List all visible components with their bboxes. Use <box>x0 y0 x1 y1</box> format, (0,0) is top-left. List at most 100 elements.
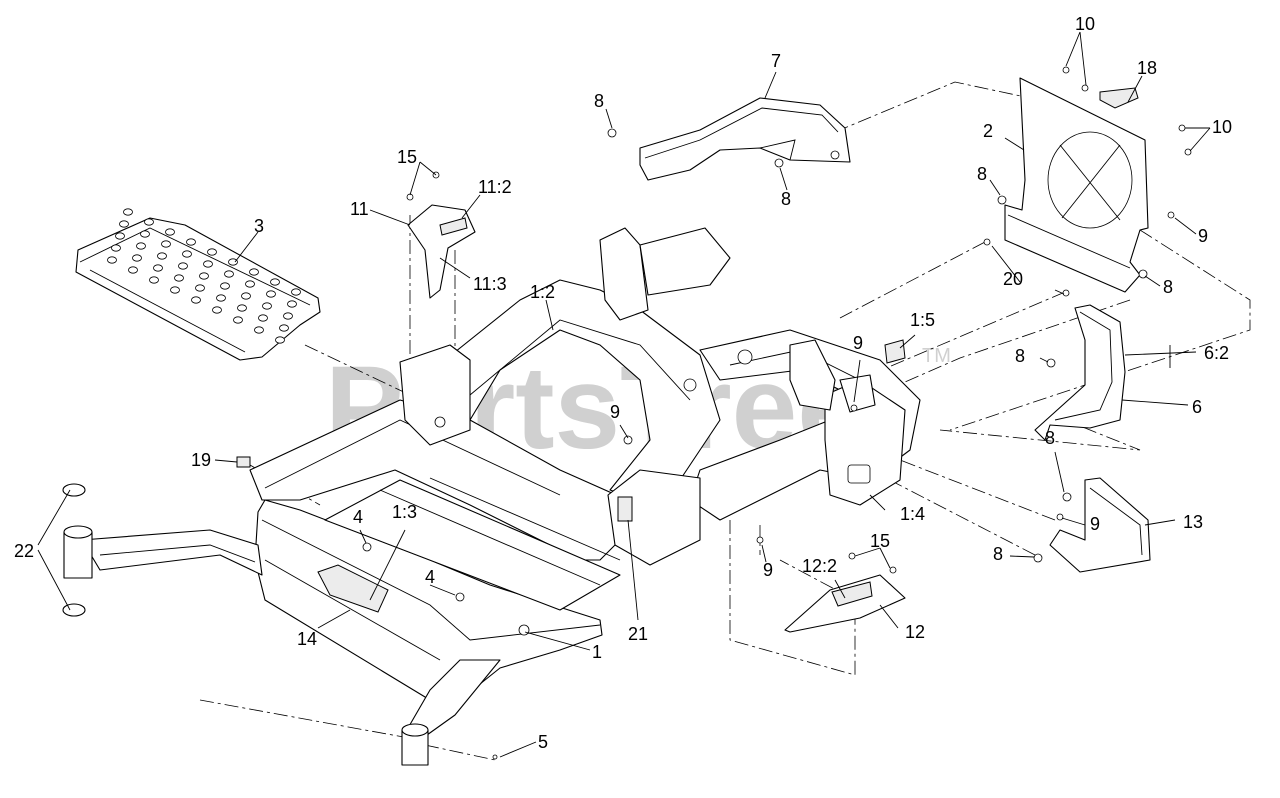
callout-1-4: 1:4 <box>900 504 925 524</box>
rear-plate-part-2 <box>1004 77 1149 293</box>
callout-1-3: 1:3 <box>392 502 417 522</box>
perforation-hole <box>191 296 201 304</box>
perforation-hole <box>224 270 234 278</box>
callout-15a: 15 <box>397 147 417 167</box>
plate-part-11 <box>407 204 476 299</box>
perforation-hole <box>128 266 138 274</box>
fender-part-7 <box>639 97 851 181</box>
callout-22: 22 <box>14 541 34 561</box>
callout-9d: 9 <box>1090 514 1100 534</box>
callout-4b: 4 <box>425 567 435 587</box>
callout-20: 20 <box>1003 269 1023 289</box>
perforation-hole <box>203 260 213 268</box>
perforation-hole <box>136 242 146 250</box>
perforation-hole <box>279 324 289 332</box>
callout-15b: 15 <box>870 531 890 551</box>
callout-4a: 4 <box>353 507 363 527</box>
callout-3: 3 <box>254 216 264 236</box>
perforation-hole <box>233 316 243 324</box>
perforation-hole <box>249 268 259 276</box>
perforation-hole <box>149 276 159 284</box>
perforation-hole <box>186 238 196 246</box>
callout-11-2: 11:2 <box>478 177 512 197</box>
foot-plate-part-3 <box>75 208 321 361</box>
perforation-hole <box>115 232 125 240</box>
callout-1-5: 1:5 <box>910 310 935 330</box>
callout-6-2: 6:2 <box>1204 343 1229 363</box>
main-frame-part-1 <box>249 227 921 701</box>
perforation-hole <box>161 240 171 248</box>
perforation-hole <box>266 290 276 298</box>
callout-8b: 8 <box>781 189 791 209</box>
callout-21: 21 <box>628 624 648 644</box>
perforation-hole <box>237 304 247 312</box>
perforation-hole <box>107 256 117 264</box>
callout-9a: 9 <box>1198 226 1208 246</box>
perforation-hole <box>111 244 121 252</box>
bracket-part-6 <box>1034 304 1126 441</box>
perforation-hole <box>153 264 163 272</box>
guard-part-13 <box>1049 477 1151 573</box>
callout-14: 14 <box>297 629 317 649</box>
callout-12: 12 <box>905 622 925 642</box>
perforation-hole <box>182 250 192 258</box>
callout-10a: 10 <box>1075 14 1095 34</box>
callout-19: 19 <box>191 450 211 470</box>
callout-9c: 9 <box>610 402 620 422</box>
callout-8a: 8 <box>594 91 604 111</box>
perforation-hole <box>123 208 133 216</box>
callout-10b: 10 <box>1212 117 1232 137</box>
perforation-hole <box>207 248 217 256</box>
callout-2: 2 <box>983 121 993 141</box>
perforation-hole <box>144 218 154 226</box>
callout-8f: 8 <box>1045 428 1055 448</box>
perforation-hole <box>132 254 142 262</box>
watermark-trademark: TM <box>922 345 951 367</box>
perforation-hole <box>165 228 175 236</box>
perforation-hole <box>195 284 205 292</box>
callout-11-3: 11:3 <box>473 274 507 294</box>
callout-labels: 1 1:2 1:3 1:4 1:5 2 3 4 4 5 6 6:2 7 8 8 … <box>14 14 1232 752</box>
callout-1: 1 <box>592 642 602 662</box>
leader-lines <box>37 31 1211 758</box>
callout-6: 6 <box>1192 397 1202 417</box>
perforation-hole <box>216 294 226 302</box>
callout-1-2: 1:2 <box>530 282 555 302</box>
perforation-hole <box>212 306 222 314</box>
perforation-hole <box>119 220 129 228</box>
caster-arm-left <box>62 483 263 617</box>
perforation-hole <box>287 300 297 308</box>
perforation-hole <box>283 312 293 320</box>
callout-9e: 9 <box>763 560 773 580</box>
callout-8e: 8 <box>1015 346 1025 366</box>
perforation-hole <box>241 292 251 300</box>
perforation-hole <box>270 278 280 286</box>
perforation-hole <box>262 302 272 310</box>
perforation-hole <box>275 336 285 344</box>
perforation-hole <box>220 282 230 290</box>
perforation-hole <box>245 280 255 288</box>
caster-arm-front <box>401 659 501 766</box>
perforation-hole <box>199 272 209 280</box>
perforation-hole <box>178 262 188 270</box>
callout-13: 13 <box>1183 512 1203 532</box>
perforation-hole <box>228 258 238 266</box>
perforation-hole <box>291 288 301 296</box>
plate-part-12 <box>784 574 906 633</box>
hardware <box>236 66 1192 760</box>
callout-8d: 8 <box>1163 277 1173 297</box>
callout-8c: 8 <box>977 164 987 184</box>
perforation-hole <box>170 286 180 294</box>
callout-5: 5 <box>538 732 548 752</box>
perforation-hole <box>258 314 268 322</box>
callout-11: 11 <box>350 199 369 219</box>
callout-8g: 8 <box>993 544 1003 564</box>
perforation-hole <box>157 252 167 260</box>
perforation-hole <box>140 230 150 238</box>
callout-9b: 9 <box>853 333 863 353</box>
callout-12-2: 12:2 <box>802 556 837 576</box>
perforation-hole <box>254 326 264 334</box>
callout-7: 7 <box>771 51 781 71</box>
callout-18: 18 <box>1137 58 1157 78</box>
